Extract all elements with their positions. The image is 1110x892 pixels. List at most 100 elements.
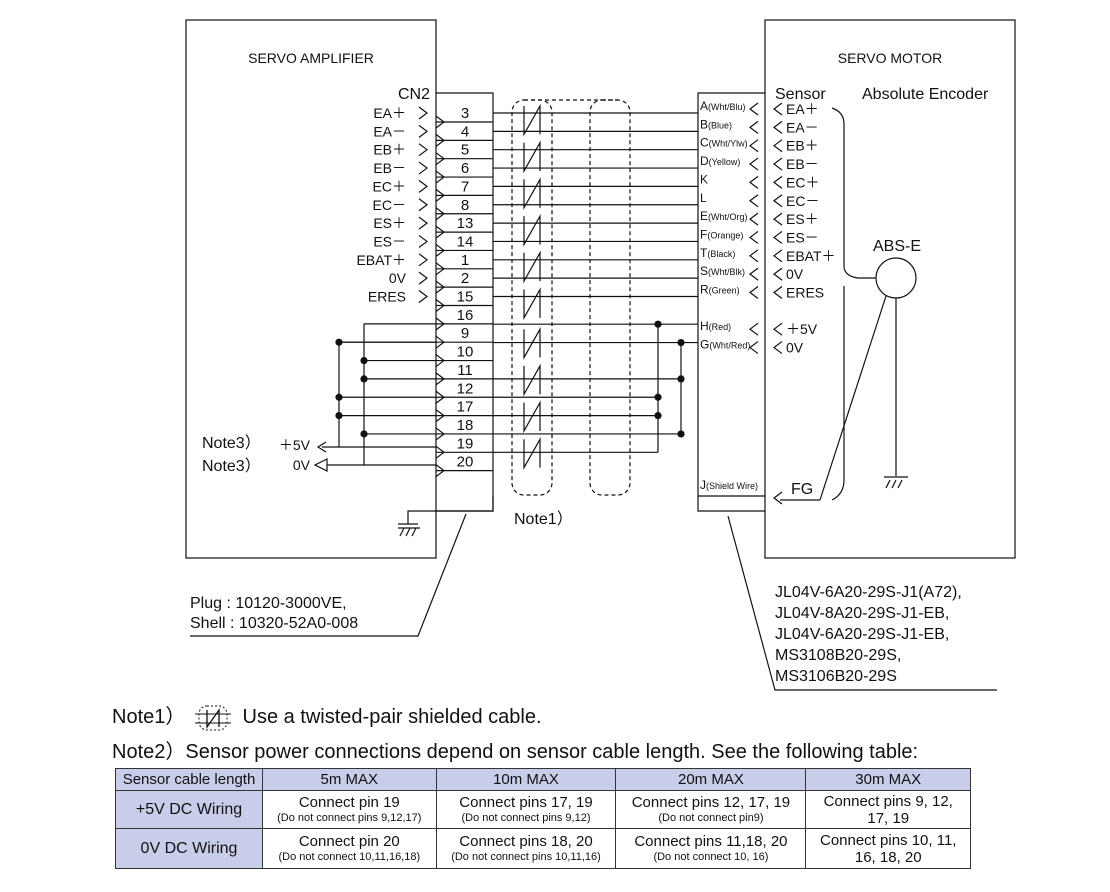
amp-signal-label: EA－ [373, 123, 406, 139]
amp-signal-label: EB－ [373, 160, 406, 176]
motor-arrow-out [772, 249, 783, 263]
pin-arrow [435, 280, 445, 294]
motor-connector-body [697, 92, 765, 512]
pin-arrow [435, 133, 445, 147]
table-cell: Connect pin 19(Do not connect pins 9,12,… [262, 790, 437, 829]
pin-number: 17 [457, 399, 474, 416]
table-row: +5V DC Wiring Connect pin 19(Do not conn… [115, 790, 971, 829]
amp-signal-label: ES＋ [373, 215, 406, 231]
wire-color: (Red) [709, 322, 732, 332]
motor-signal-label: EC＋ [786, 174, 819, 190]
pin-number: 18 [457, 417, 474, 434]
junction-dot [654, 320, 662, 328]
motor-arrow-in [749, 139, 759, 153]
wire-letter: G(Wht/Red) [700, 338, 750, 352]
motor-arrow-out [773, 102, 783, 116]
motor-title: SERVO MOTOR [838, 50, 943, 66]
wire-letter: S(Wht/Blk) [700, 264, 745, 278]
pin-arrow [435, 243, 445, 257]
junction-dot [335, 393, 343, 401]
cn2-label: CN2 [398, 86, 430, 103]
wire-color: (Wht/Blu) [708, 102, 746, 112]
motor-arrow-in [749, 341, 759, 355]
pin-arrow [435, 445, 445, 459]
pin-number: 8 [461, 197, 469, 214]
twist-mark [523, 437, 541, 470]
twist-mark [523, 213, 541, 247]
pin-number: 20 [457, 454, 474, 471]
connector-part-number: JL04V-8A20-29S-J1-EB, [775, 605, 949, 622]
shield-outline-2 [589, 99, 631, 496]
encoder-label: Absolute Encoder [862, 86, 989, 103]
note1-line: Note1） Use a twisted-pair shielded cable… [112, 700, 542, 731]
motor-arrow-out [773, 322, 783, 336]
table-header: 5m MAX [262, 768, 437, 791]
amp-signal-label: EB＋ [373, 142, 406, 158]
note2-text: Note2）Sensor power connections depend on… [112, 741, 919, 763]
pin-arrow [435, 354, 445, 368]
pin-number: 1 [461, 252, 469, 269]
wire-letter: A(Wht/Blu) [700, 99, 746, 113]
fg-arrow [773, 491, 783, 505]
motor-arrow-out [773, 139, 783, 153]
amp-signal-label: 0V [389, 270, 407, 286]
motor-signal-label: 0V [786, 340, 804, 356]
table-cell: Connect pins 12, 17, 19(Do not connect p… [615, 790, 807, 829]
amp-signal-label: EBAT＋ [356, 252, 406, 268]
pin-arrow [435, 225, 445, 239]
amp-arrow [418, 290, 428, 303]
motor-arrow-in [749, 157, 759, 171]
cable-note: Note1） [514, 510, 573, 528]
motor-signal-label: EA＋ [786, 101, 819, 117]
motor-arrow-in [749, 286, 759, 299]
pin-number: 4 [461, 123, 469, 140]
pin-number: 14 [457, 233, 474, 250]
amp-arrow [418, 124, 428, 138]
twisted-pair-icon [194, 705, 231, 731]
amp-signal-label: EC－ [373, 197, 406, 213]
motor-signal-label: 0V [786, 266, 804, 282]
motor-arrow-out [773, 286, 783, 299]
twist-mark [523, 287, 541, 321]
table-header-row: Sensor cable length 5m MAX 10m MAX 20m M… [115, 768, 971, 791]
power-arrow [316, 441, 327, 453]
table-row: 0V DC Wiring Connect pin 20(Do not conne… [115, 828, 971, 869]
junction-dot [654, 393, 662, 401]
motor-arrow-in [749, 230, 759, 244]
encoder-fg-wire [819, 295, 887, 501]
twist-mark [523, 326, 541, 360]
shell-text: Shell : 10320-52A0-008 [190, 615, 358, 632]
motor-signal-label: EBAT＋ [786, 248, 836, 264]
amplifier-title: SERVO AMPLIFIER [248, 50, 374, 66]
shield-color: (Shield Wire) [706, 481, 758, 491]
table-header: 10m MAX [435, 768, 617, 791]
wire-color: (Yellow) [709, 157, 741, 167]
motor-arrow-out [773, 267, 783, 281]
wire-color: (Wht/Ylw) [709, 139, 748, 149]
motor-signal-label: EA－ [786, 119, 819, 135]
motor-ground-icon [884, 476, 908, 489]
pin-number: 19 [457, 435, 474, 452]
plug-leader [190, 513, 467, 637]
table-cell: Connect pin 20(Do not connect 10,11,16,1… [262, 828, 437, 869]
pin-number: 13 [457, 215, 474, 232]
wire-letter: E(Wht/Org) [700, 209, 748, 223]
servo-motor-box [764, 19, 1016, 559]
table-header: 30m MAX [805, 768, 971, 791]
pin-arrow [435, 115, 445, 129]
amp-signal-label: ERES [368, 289, 406, 305]
amp-arrow [418, 179, 428, 193]
motor-arrow-in [749, 322, 759, 336]
pin-arrow [435, 464, 445, 478]
wire-letter: F(Orange) [700, 227, 743, 241]
amp-signal-label: EA＋ [373, 105, 406, 121]
motor-arrow-out [773, 341, 783, 355]
twist-mark [523, 103, 541, 137]
note3-label: Note3） [202, 434, 261, 452]
pin-number: 12 [457, 380, 474, 397]
table-cell: Connect pins 17, 19(Do not connect pins … [435, 790, 617, 829]
sensor-bracket [831, 107, 876, 501]
wire-color: (Black) [707, 249, 735, 259]
power-5v-label: ＋5V [279, 437, 311, 453]
